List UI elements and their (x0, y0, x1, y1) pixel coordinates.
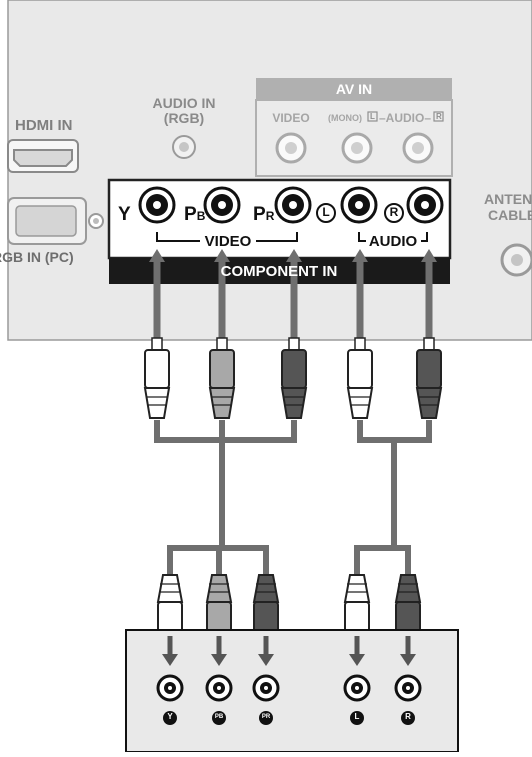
up-arrows (149, 249, 437, 262)
source-jack-audio-right (394, 674, 422, 702)
component-pb-label: PB (184, 205, 205, 224)
av-right-badge: R (436, 112, 442, 121)
component-audio-right-jack (406, 186, 444, 224)
upper-plug-audio-left (346, 337, 374, 419)
component-y-label: Y (118, 204, 131, 225)
component-audio-label: AUDIO (368, 233, 418, 250)
component-in-panel (107, 178, 452, 284)
av-video-jack (275, 132, 307, 164)
component-audio-left-jack (340, 186, 378, 224)
component-pr-sub: R (265, 209, 275, 223)
upper-plug-pr (280, 337, 308, 419)
component-pb-jack (203, 186, 241, 224)
rgb-pc-port (7, 197, 104, 245)
rgb-in-pc-label: RGB IN (PC) (0, 249, 74, 265)
audio-in-rgb-label-line2: (RGB) (163, 110, 205, 126)
upper-plug-audio-right (415, 337, 443, 419)
audio-in-rgb-label-line1: AUDIO IN (152, 95, 216, 111)
video-bracket (156, 232, 298, 242)
av-audio-left-jack (341, 132, 373, 164)
upper-plug-y (143, 337, 171, 419)
av-left-badge: L (370, 112, 375, 121)
source-label-badges (163, 711, 415, 725)
source-jack-y (156, 674, 184, 702)
source-label-pr: PR (261, 714, 271, 720)
down-arrows (162, 636, 416, 666)
lower-plug-pb (205, 574, 233, 637)
lower-plug-audio-left (343, 574, 371, 637)
lower-plug-y (156, 574, 184, 637)
av-in-title: AV IN (335, 81, 373, 97)
component-in-title: COMPONENT IN (220, 263, 338, 280)
antenna-label-line2: CABLE (488, 207, 532, 223)
upper-cable-leads (153, 262, 433, 338)
component-l-badge: L (322, 205, 330, 219)
component-y-jack (138, 186, 176, 224)
antenna-jack (500, 243, 532, 277)
component-pr-label: PR (253, 205, 274, 224)
av-audio-right-jack (402, 132, 434, 164)
antenna-label-line1: ANTENNA (484, 191, 532, 207)
source-jack-pr (252, 674, 280, 702)
av-mono-label: (MONO) (328, 113, 362, 123)
component-pb-sub: B (196, 209, 206, 223)
source-jack-audio-left (343, 674, 371, 702)
component-pb-main: P (184, 204, 197, 225)
hdmi-port (7, 139, 79, 173)
hdmi-label: HDMI IN (15, 117, 73, 134)
source-jack-pb (205, 674, 233, 702)
component-l-badge-circle (316, 203, 336, 223)
component-pr-main: P (253, 204, 266, 225)
component-r-badge: R (389, 205, 399, 219)
audio-in-rgb-jack (172, 135, 196, 159)
component-pr-jack (274, 186, 312, 224)
av-in-panel (255, 78, 453, 177)
lower-plug-pr (252, 574, 280, 637)
component-video-label: VIDEO (204, 233, 252, 250)
source-label-y: Y (167, 712, 173, 721)
av-video-label: VIDEO (272, 111, 310, 125)
source-label-l: L (354, 712, 360, 721)
av-audio-label: –AUDIO– (379, 111, 432, 125)
cable-bundles (154, 420, 432, 575)
component-r-badge-circle (384, 203, 404, 223)
lower-plug-audio-right (394, 574, 422, 637)
audio-bracket (358, 232, 428, 242)
upper-plug-pb (208, 337, 236, 419)
source-label-pb: PB (214, 714, 224, 720)
source-label-r: R (405, 712, 411, 721)
